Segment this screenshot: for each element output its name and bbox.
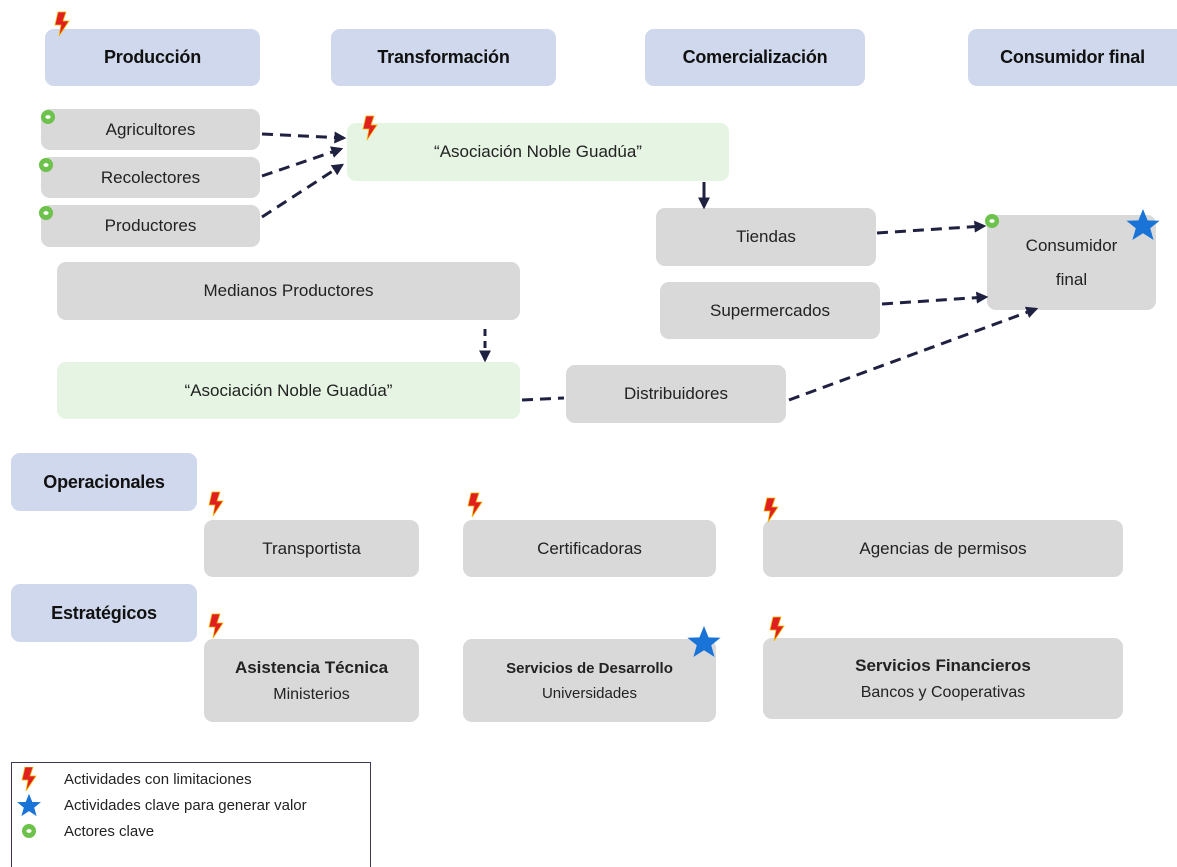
- header-consumidor-label: Consumidor final: [1000, 47, 1145, 67]
- header-transformacion: Transformación: [331, 29, 556, 86]
- lightning-bolt-icon: [208, 491, 224, 517]
- lightning-bolt-icon: [21, 767, 37, 791]
- header-comercializacion-label: Comercialización: [682, 47, 828, 67]
- arrow-tiendas-consumidor: [876, 220, 987, 235]
- header-comercializacion: Comercialización: [645, 29, 865, 86]
- legend-actores-label: Actores clave: [64, 822, 155, 840]
- lightning-bolt-icon: [763, 497, 779, 523]
- servicios-financieros-title: Servicios Financieros: [855, 655, 1031, 675]
- supermercados-label: Supermercados: [709, 300, 830, 320]
- box-tiendas: Tiendas: [656, 208, 876, 266]
- box-asociacion-top: “Asociación Noble Guadúa”: [347, 123, 729, 181]
- agricultores-label: Agricultores: [105, 119, 196, 139]
- connector-asociacion-distribuidores: [521, 396, 565, 402]
- box-asistencia-tecnica: Asistencia Técnica Ministerios: [204, 639, 419, 722]
- header-produccion-label: Producción: [103, 47, 201, 67]
- legend-row-limitaciones: Actividades con limitaciones: [12, 767, 252, 791]
- header-transformacion-label: Transformación: [377, 47, 510, 67]
- header-produccion: Producción: [45, 29, 260, 86]
- label-operacionales: Operacionales: [11, 453, 197, 511]
- box-asociacion-bottom: “Asociación Noble Guadúa”: [57, 362, 520, 419]
- star-icon: [17, 793, 41, 817]
- lightning-bolt-icon: [208, 613, 224, 639]
- servicios-desarrollo-sub: Universidades: [541, 684, 638, 702]
- arrow-supermercados-consumidor: [881, 291, 989, 306]
- productores-label: Productores: [104, 216, 197, 235]
- label-estrategicos: Estratégicos: [11, 584, 197, 642]
- lightning-bolt-icon: [467, 492, 483, 518]
- box-medianos-productores: Medianos Productores: [57, 262, 520, 320]
- box-agricultores: Agricultores: [41, 109, 260, 150]
- servicios-desarrollo-title: Servicios de Desarrollo: [506, 659, 673, 677]
- distribuidores-label: Distribuidores: [624, 384, 728, 403]
- recolectores-label: Recolectores: [100, 167, 201, 187]
- asociacion-top-label: “Asociación Noble Guadúa”: [434, 142, 642, 161]
- box-recolectores: Recolectores: [41, 157, 260, 198]
- certificadoras-label: Certificadoras: [537, 538, 642, 558]
- estrategicos-label: Estratégicos: [51, 602, 157, 623]
- green-ring-icon: [22, 824, 36, 838]
- arrow-productores-asociacion: [261, 163, 345, 219]
- box-transportista: Transportista: [204, 520, 419, 577]
- consumidor-label-line1: Consumidor: [1025, 235, 1118, 255]
- legend-clave-valor-label: Actividades clave para generar valor: [64, 796, 307, 814]
- legend-row-actores: Actores clave: [12, 819, 154, 843]
- legend-row-clave-valor: Actividades clave para generar valor: [12, 793, 307, 817]
- consumidor-label-line2: final: [1055, 269, 1088, 289]
- legend-limitaciones-label: Actividades con limitaciones: [64, 770, 252, 788]
- arrow-recolectores-asociacion: [261, 146, 344, 178]
- legend: Actividades con limitaciones Actividades…: [11, 762, 371, 867]
- asistencia-sub: Ministerios: [273, 685, 350, 703]
- box-supermercados: Supermercados: [660, 282, 880, 339]
- servicios-financieros-sub: Bancos y Cooperativas: [860, 683, 1026, 701]
- arrow-agricultores-asociacion: [261, 131, 347, 144]
- asistencia-title: Asistencia Técnica: [234, 657, 389, 677]
- box-productores: Productores: [41, 205, 260, 247]
- asociacion-bottom-label: “Asociación Noble Guadúa”: [184, 380, 393, 400]
- tiendas-label: Tiendas: [736, 227, 796, 246]
- transportista-label: Transportista: [262, 538, 361, 558]
- box-distribuidores: Distribuidores: [566, 365, 786, 423]
- box-agencias-permisos: Agencias de permisos: [763, 520, 1123, 577]
- box-servicios-desarrollo: Servicios de Desarrollo Universidades: [463, 639, 716, 722]
- box-certificadoras: Certificadoras: [463, 520, 716, 577]
- box-consumidor-final: Consumidor final: [987, 215, 1156, 310]
- header-consumidor-final: Consumidor final: [968, 29, 1177, 86]
- box-servicios-financieros: Servicios Financieros Bancos y Cooperati…: [763, 638, 1123, 719]
- agencias-label: Agencias de permisos: [859, 538, 1027, 558]
- operacionales-label: Operacionales: [43, 471, 165, 492]
- medianos-label: Medianos Productores: [203, 281, 374, 300]
